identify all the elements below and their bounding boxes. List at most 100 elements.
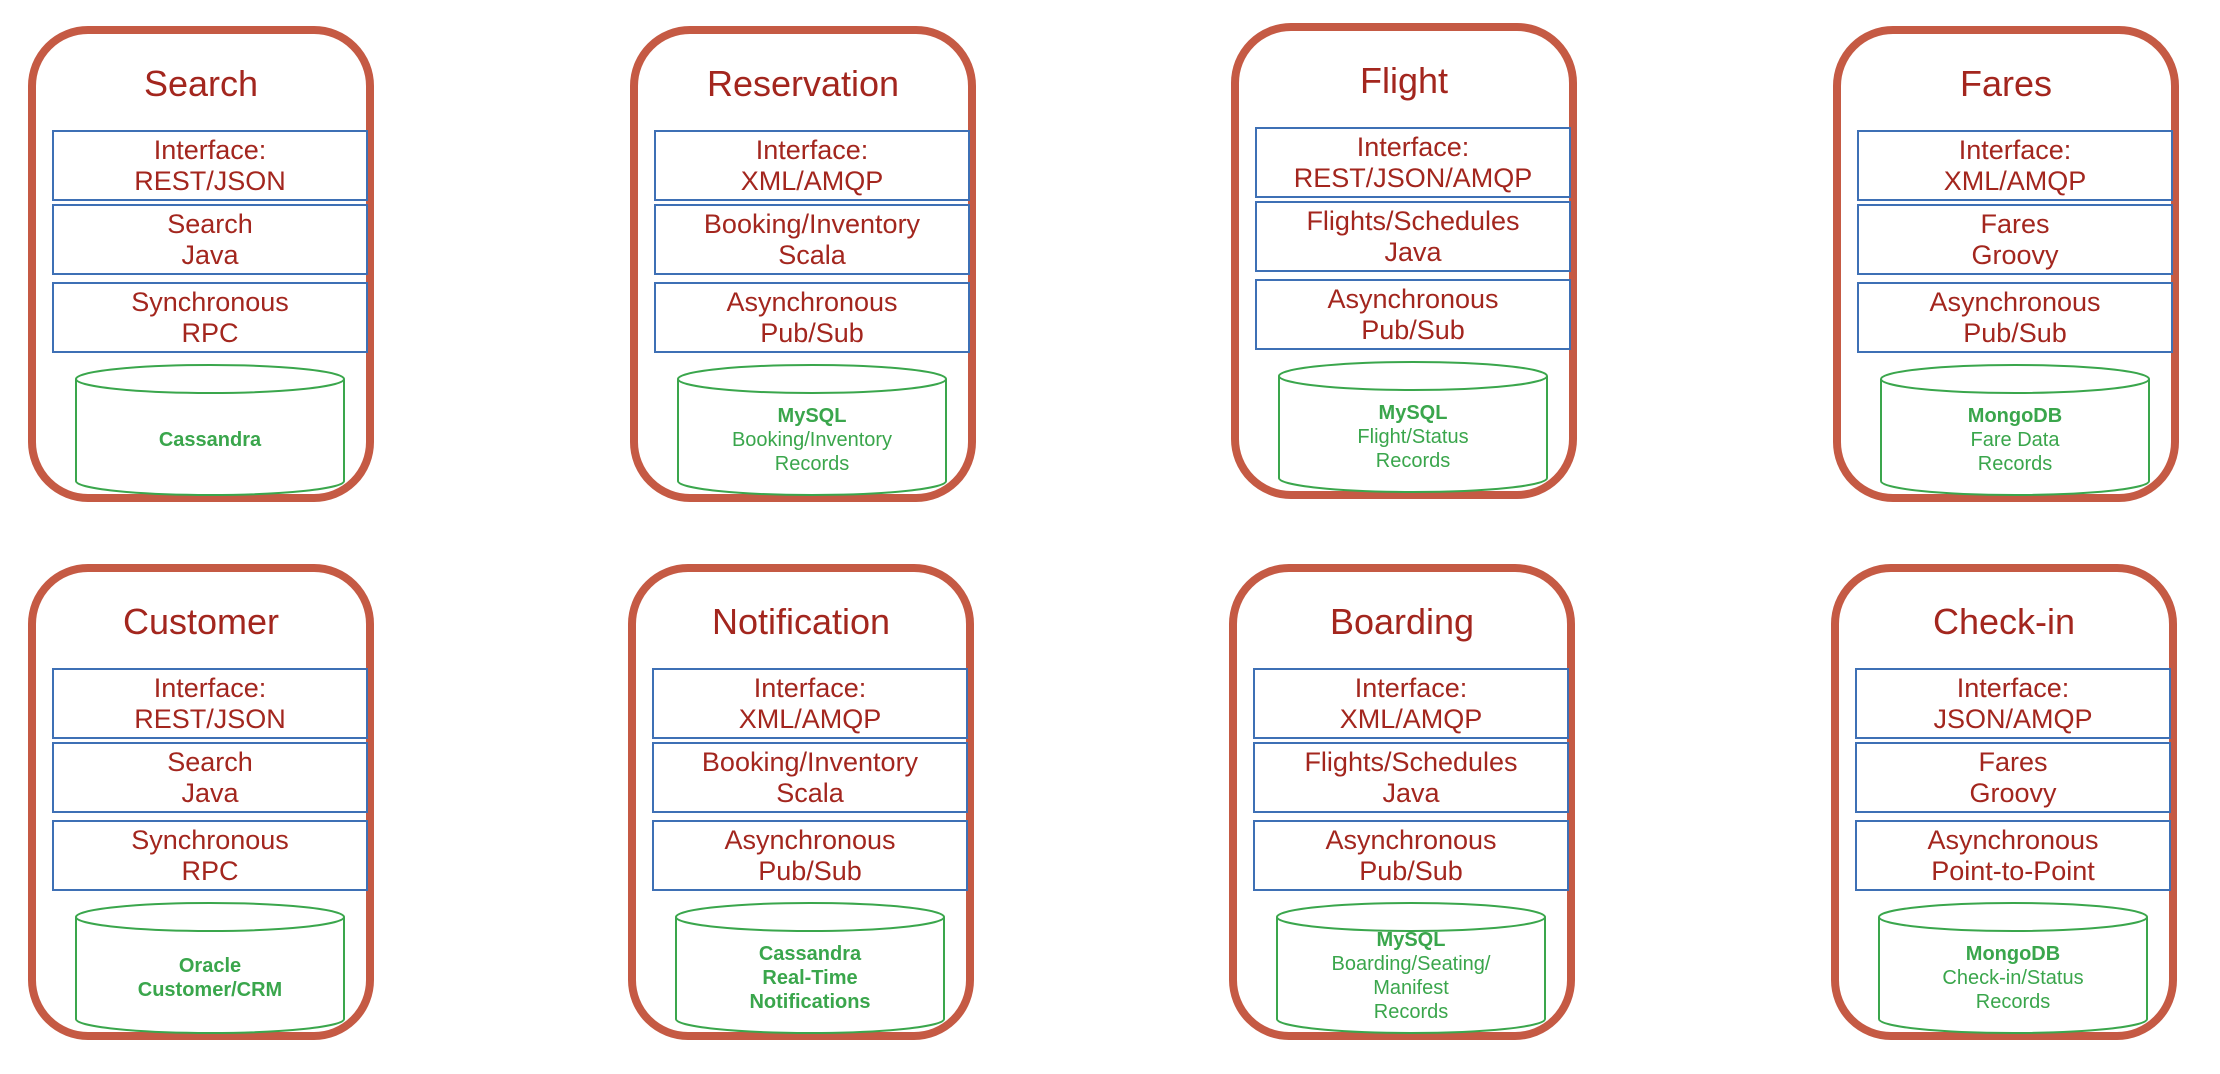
- interface-layer: Interface: REST/JSON: [52, 130, 368, 201]
- layer-line: Asynchronous: [1325, 824, 1497, 855]
- layer-line: XML/AMQP: [1339, 703, 1483, 734]
- layer-line: Asynchronous: [1327, 283, 1499, 314]
- layer-line: XML/AMQP: [738, 703, 882, 734]
- messaging-layer: Asynchronous Pub/Sub: [1255, 279, 1571, 350]
- component-layer: Flights/Schedules Java: [1255, 201, 1571, 272]
- service-title: Fares: [1959, 63, 2053, 104]
- service-card-flight: Flight Interface: REST/JSON/AMQP Flights…: [1231, 23, 1577, 499]
- layer-line: Interface:: [753, 672, 867, 703]
- service-card-customer: Customer Interface: REST/JSON Search Jav…: [28, 564, 374, 1040]
- messaging-layer: Synchronous RPC: [52, 282, 368, 353]
- layer-line: REST/JSON/AMQP: [1293, 162, 1533, 193]
- interface-layer: Interface: XML/AMQP: [654, 130, 970, 201]
- database-detail: Records: [1375, 450, 1451, 472]
- component-layer: Booking/Inventory Scala: [654, 204, 970, 275]
- interface-layer: Interface: REST/JSON: [52, 668, 368, 739]
- component-layer: Search Java: [52, 204, 368, 275]
- database-cylinder: Oracle Customer/CRM: [74, 901, 346, 1035]
- layer-line: Interface:: [153, 672, 267, 703]
- service-card-fares: Fares Interface: XML/AMQP Fares Groovy A…: [1833, 26, 2179, 502]
- layer-line: Scala: [778, 239, 846, 270]
- layer-line: RPC: [181, 855, 239, 886]
- database-detail: Records: [1373, 1001, 1449, 1023]
- layer-line: Interface:: [755, 134, 869, 165]
- database-icon: [75, 902, 345, 1034]
- layer-line: Interface:: [1958, 134, 2072, 165]
- layer-line: Fares: [1980, 208, 2050, 239]
- database-detail: Flight/Status: [1357, 426, 1469, 448]
- layer-line: Booking/Inventory: [703, 208, 921, 239]
- component-layer: Fares Groovy: [1857, 204, 2173, 275]
- messaging-layer: Asynchronous Pub/Sub: [652, 820, 968, 891]
- layer-line: Booking/Inventory: [701, 746, 919, 777]
- database-icon: [677, 364, 947, 496]
- database-icon: [1276, 902, 1546, 1034]
- layer-line: RPC: [181, 317, 239, 348]
- database-icon: [75, 364, 345, 496]
- layer-line: Groovy: [1969, 777, 2057, 808]
- layer-line: Pub/Sub: [760, 317, 864, 348]
- layer-line: Groovy: [1971, 239, 2059, 270]
- database-name: Oracle: [178, 955, 242, 977]
- layer-line: Synchronous: [131, 286, 289, 317]
- database-name: MySQL: [1376, 929, 1446, 951]
- layer-line: Asynchronous: [724, 824, 896, 855]
- layer-line: Asynchronous: [1927, 824, 2099, 855]
- component-layer: Flights/Schedules Java: [1253, 742, 1569, 813]
- interface-layer: Interface: REST/JSON/AMQP: [1255, 127, 1571, 198]
- layer-line: Flights/Schedules: [1304, 746, 1518, 777]
- component-layer: Fares Groovy: [1855, 742, 2171, 813]
- layer-line: JSON/AMQP: [1933, 703, 2093, 734]
- layer-line: Interface:: [1354, 672, 1468, 703]
- layer-line: Asynchronous: [1929, 286, 2101, 317]
- service-card-notification: Notification Interface: XML/AMQP Booking…: [628, 564, 974, 1040]
- layer-line: Java: [1384, 236, 1442, 267]
- service-card-search: Search Interface: REST/JSON Search Java …: [28, 26, 374, 502]
- interface-layer: Interface: XML/AMQP: [1857, 130, 2173, 201]
- component-layer: Search Java: [52, 742, 368, 813]
- database-detail: Customer/CRM: [137, 979, 283, 1001]
- layer-line: Interface:: [1956, 672, 2070, 703]
- layer-line: Asynchronous: [726, 286, 898, 317]
- database-detail: Records: [1975, 991, 2051, 1013]
- messaging-layer: Asynchronous Pub/Sub: [1857, 282, 2173, 353]
- component-layer: Booking/Inventory Scala: [652, 742, 968, 813]
- database-icon: [1278, 361, 1548, 493]
- service-title: Notification: [711, 601, 891, 642]
- database-detail: Booking/Inventory: [731, 429, 893, 451]
- layer-line: Synchronous: [131, 824, 289, 855]
- database-name: Cassandra: [758, 943, 862, 965]
- database-cylinder: MongoDB Fare Data Records: [1879, 363, 2151, 497]
- service-card-reservation: Reservation Interface: XML/AMQP Booking/…: [630, 26, 976, 502]
- layer-line: Flights/Schedules: [1306, 205, 1520, 236]
- service-title: Customer: [122, 601, 280, 642]
- layer-line: XML/AMQP: [740, 165, 884, 196]
- database-cylinder: MySQL Booking/Inventory Records: [676, 363, 948, 497]
- layer-line: XML/AMQP: [1943, 165, 2087, 196]
- layer-line: REST/JSON: [134, 703, 286, 734]
- service-title: Check-in: [1932, 601, 2076, 642]
- database-icon: [675, 902, 945, 1034]
- database-icon: [1880, 364, 2150, 496]
- database-detail: Real-Time: [762, 967, 858, 989]
- database-name: MongoDB: [1965, 943, 2061, 965]
- database-name: MySQL: [777, 405, 847, 427]
- service-title: Boarding: [1329, 601, 1475, 642]
- database-cylinder: Cassandra: [74, 363, 346, 497]
- database-name: MongoDB: [1967, 405, 2063, 427]
- database-icon: [1878, 902, 2148, 1034]
- layer-line: REST/JSON: [134, 165, 286, 196]
- layer-line: Java: [181, 239, 239, 270]
- layer-line: Pub/Sub: [1359, 855, 1463, 886]
- database-detail: Records: [774, 453, 850, 475]
- layer-line: Java: [181, 777, 239, 808]
- database-name: MySQL: [1378, 402, 1448, 424]
- interface-layer: Interface: XML/AMQP: [1253, 668, 1569, 739]
- messaging-layer: Asynchronous Pub/Sub: [654, 282, 970, 353]
- database-detail: Manifest: [1373, 977, 1449, 999]
- database-detail: Records: [1977, 453, 2053, 475]
- database-detail: Check-in/Status: [1942, 967, 2084, 989]
- service-title: Search: [143, 63, 259, 104]
- layer-line: Search: [167, 208, 253, 239]
- layer-line: Search: [167, 746, 253, 777]
